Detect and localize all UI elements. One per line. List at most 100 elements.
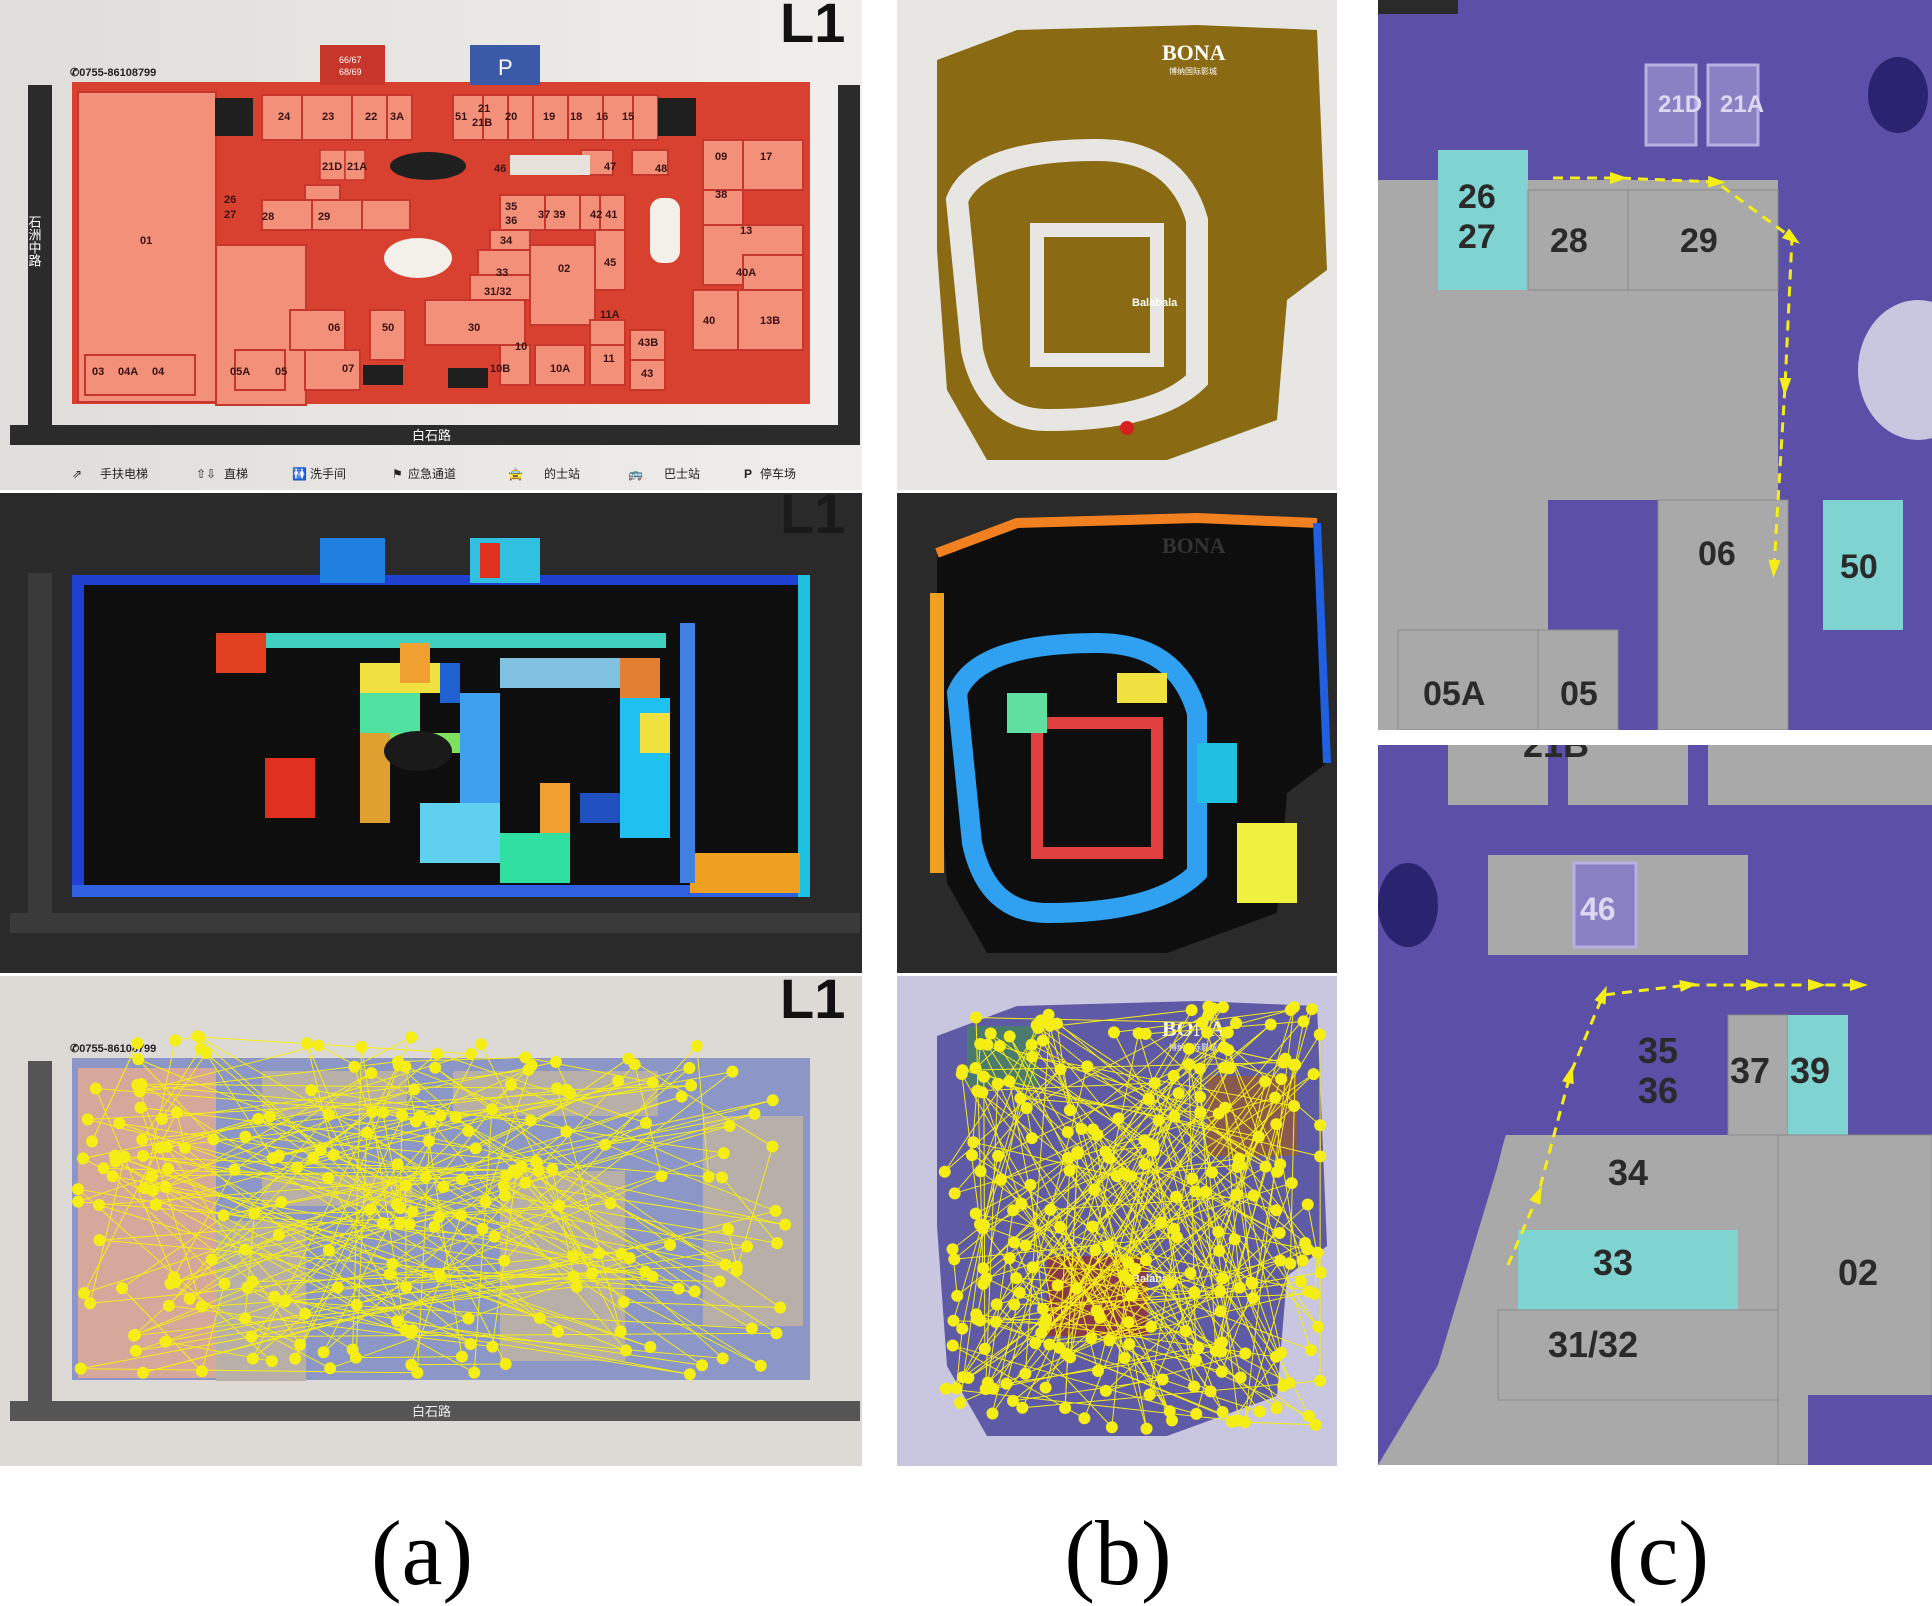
graph-node bbox=[1021, 1102, 1033, 1114]
graph-node bbox=[1233, 1153, 1245, 1165]
graph-node bbox=[462, 1312, 474, 1324]
svg-text:11: 11 bbox=[603, 353, 615, 365]
svg-text:🚌: 🚌 bbox=[628, 467, 643, 481]
graph-node bbox=[568, 1270, 580, 1282]
graph-node bbox=[1170, 1191, 1182, 1203]
graph-node bbox=[1184, 1267, 1196, 1279]
graph-node bbox=[407, 1324, 419, 1336]
graph-node bbox=[323, 1244, 335, 1256]
svg-text:P: P bbox=[744, 467, 752, 481]
graph-node bbox=[1186, 1004, 1198, 1016]
svg-text:26: 26 bbox=[1458, 178, 1496, 216]
graph-node bbox=[1259, 1076, 1271, 1088]
graph-node bbox=[1140, 1254, 1152, 1266]
graph-node bbox=[726, 1066, 738, 1078]
graph-node bbox=[130, 1345, 142, 1357]
svg-text:L1: L1 bbox=[780, 493, 845, 545]
graph-node bbox=[505, 1079, 517, 1091]
svg-text:38: 38 bbox=[715, 189, 727, 201]
graph-node bbox=[131, 1079, 143, 1091]
graph-node bbox=[400, 1179, 412, 1191]
graph-node bbox=[1155, 1217, 1167, 1229]
graph-node bbox=[970, 1208, 982, 1220]
graph-node bbox=[1020, 1240, 1032, 1252]
graph-node bbox=[1157, 1373, 1169, 1385]
graph-node bbox=[1108, 1026, 1120, 1038]
graph-node bbox=[774, 1302, 786, 1314]
graph-node bbox=[995, 1174, 1007, 1186]
graph-node bbox=[301, 1037, 313, 1049]
graph-node bbox=[1298, 1015, 1310, 1027]
graph-node bbox=[323, 1109, 335, 1121]
graph-node bbox=[247, 1276, 259, 1288]
graph-node bbox=[1173, 1087, 1185, 1099]
graph-node bbox=[971, 1085, 983, 1097]
graph-node bbox=[391, 1199, 403, 1211]
graph-node bbox=[1218, 1062, 1230, 1074]
svg-text:21B: 21B bbox=[472, 117, 492, 129]
graph-node bbox=[991, 1298, 1003, 1310]
graph-node bbox=[685, 1080, 697, 1092]
graph-node bbox=[979, 1343, 991, 1355]
graph-node bbox=[1288, 1001, 1300, 1013]
svg-text:31/32: 31/32 bbox=[484, 286, 512, 298]
graph-node bbox=[156, 1113, 168, 1125]
graph-node bbox=[593, 1247, 605, 1259]
graph-node bbox=[696, 1359, 708, 1371]
graph-node bbox=[1000, 1378, 1012, 1390]
graph-node bbox=[1004, 1030, 1016, 1042]
restroom-icon bbox=[658, 98, 696, 136]
graph-node bbox=[767, 1094, 779, 1106]
graph-node bbox=[1118, 1270, 1130, 1282]
graph-node bbox=[1271, 1402, 1283, 1414]
graph-node bbox=[1024, 1179, 1036, 1191]
svg-text:10A: 10A bbox=[550, 363, 570, 375]
graph-node bbox=[86, 1135, 98, 1147]
graph-node bbox=[1026, 1039, 1038, 1051]
graph-node bbox=[1274, 1158, 1286, 1170]
graph-node bbox=[1026, 1051, 1038, 1063]
svg-text:13B: 13B bbox=[760, 315, 780, 327]
segmentation-a-svg: L1 bbox=[0, 493, 862, 973]
graph-node bbox=[239, 1244, 251, 1256]
graph-node bbox=[171, 1106, 183, 1118]
graph-node bbox=[365, 1067, 377, 1079]
svg-text:06: 06 bbox=[1698, 535, 1736, 573]
graph-node bbox=[498, 1255, 510, 1267]
graph-node bbox=[196, 1301, 208, 1313]
graph-node bbox=[500, 1358, 512, 1370]
graph-node bbox=[1183, 1043, 1195, 1055]
svg-text:L1: L1 bbox=[780, 976, 845, 1030]
svg-text:BONA: BONA bbox=[1162, 533, 1226, 558]
graph-node bbox=[1064, 1351, 1076, 1363]
graph-node bbox=[299, 1308, 311, 1320]
graph-node bbox=[1106, 1421, 1118, 1433]
graph-node bbox=[423, 1135, 435, 1147]
graph-node bbox=[1247, 1292, 1259, 1304]
svg-text:40A: 40A bbox=[736, 267, 756, 279]
graph-node bbox=[1194, 1106, 1206, 1118]
graph-node bbox=[194, 1031, 206, 1043]
graph-node bbox=[1270, 1204, 1282, 1216]
graph-node bbox=[519, 1177, 531, 1189]
graph-node bbox=[1194, 1091, 1206, 1103]
graph-node bbox=[962, 1372, 974, 1384]
graph-node bbox=[217, 1209, 229, 1221]
graph-node bbox=[1141, 1423, 1153, 1435]
graph-node bbox=[1210, 1345, 1222, 1357]
graph-node bbox=[1126, 1289, 1138, 1301]
graph-node bbox=[1089, 1244, 1101, 1256]
graph-node bbox=[1138, 1158, 1150, 1170]
graph-node bbox=[289, 1353, 301, 1365]
graph-node bbox=[1040, 1382, 1052, 1394]
brand-bona: BONA bbox=[1162, 40, 1226, 65]
graph-node bbox=[486, 1341, 498, 1353]
graph-node bbox=[612, 1075, 624, 1087]
graph-node bbox=[291, 1161, 303, 1173]
graph-node bbox=[1312, 1321, 1324, 1333]
graph-node bbox=[137, 1367, 149, 1379]
graph-node bbox=[947, 1243, 959, 1255]
graph-node bbox=[468, 1367, 480, 1379]
graph-node bbox=[977, 1278, 989, 1290]
graph-node bbox=[1118, 1352, 1130, 1364]
